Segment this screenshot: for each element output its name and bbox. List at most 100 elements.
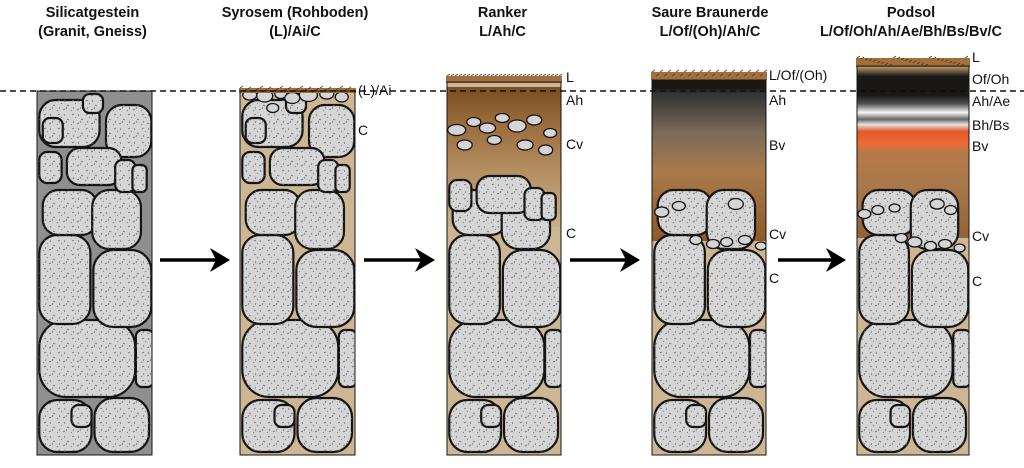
- title-line-2: (L)/Ai/C: [269, 24, 321, 40]
- pebble: [894, 232, 908, 244]
- soil-profile-0: [36, 90, 153, 456]
- profile-frame: [651, 79, 767, 456]
- litter-layer: [651, 72, 767, 80]
- pebble: [516, 139, 534, 151]
- horizon-label: L/Of/(Oh): [769, 67, 827, 83]
- pebble: [943, 204, 958, 216]
- pebble: [284, 91, 301, 105]
- granite-block-texture: [42, 190, 98, 235]
- granite-block-texture: [318, 160, 339, 192]
- granite-block-texture: [71, 405, 92, 427]
- granite-block-texture: [686, 405, 706, 427]
- horizon-label: Cv: [769, 226, 786, 242]
- horizon-label: C: [972, 273, 982, 289]
- pebble: [888, 203, 901, 213]
- granite-block-texture: [449, 320, 545, 397]
- pebble: [266, 102, 280, 114]
- granite-block-texture: [502, 250, 561, 327]
- horizon-label: L: [566, 69, 574, 85]
- title-line-2: (Granit, Gneiss): [38, 24, 147, 40]
- pebble: [737, 234, 753, 246]
- granite-block-texture: [862, 190, 916, 235]
- pebble: [486, 134, 502, 146]
- granite-block-texture: [338, 330, 355, 387]
- pebble: [727, 197, 744, 211]
- granite-block-texture: [707, 250, 766, 327]
- title-line-1: Saure Braunerde: [651, 5, 769, 21]
- soil-profile-1: [239, 85, 356, 456]
- granite-block-texture: [106, 105, 152, 157]
- horizon-label: C: [566, 225, 576, 241]
- pebble: [494, 112, 510, 124]
- granite-block-texture: [245, 118, 266, 143]
- litter-texture: [651, 69, 768, 77]
- granite-block-texture: [39, 152, 62, 183]
- title-line-2: L/Of/Oh/Ah/Ae/Bh/Bs/Bv/C: [819, 24, 1003, 40]
- pebble: [466, 116, 482, 128]
- granite-block-texture: [859, 235, 909, 324]
- granite-block-texture: [657, 190, 712, 235]
- granite-block-texture: [541, 193, 556, 220]
- pebble: [671, 200, 686, 212]
- pebble: [689, 234, 703, 246]
- horizon-label: Bv: [769, 137, 785, 153]
- granite-block-texture: [335, 165, 350, 192]
- profile-title-bedrock: Silicatgestein (Granit, Gneiss): [5, 4, 180, 42]
- granite-block-texture: [449, 180, 472, 211]
- horizon-label: L: [972, 49, 980, 65]
- profile-frame: [856, 65, 970, 456]
- granite-block-texture: [39, 235, 91, 324]
- pebble: [937, 238, 953, 250]
- soil-profile-4: [856, 55, 970, 456]
- granite-block-texture: [42, 118, 63, 143]
- granite-block-texture: [481, 405, 501, 427]
- granite-block-texture: [654, 235, 705, 324]
- granite-block-texture: [890, 405, 910, 427]
- granite-block-texture: [135, 330, 152, 387]
- pebble: [953, 243, 966, 253]
- horizon-label: Cv: [972, 228, 989, 244]
- pebble: [857, 208, 872, 220]
- granite-block-texture: [449, 235, 500, 324]
- profile-frame: [446, 81, 562, 456]
- granite-block-texture: [953, 330, 969, 387]
- arrow-head: [415, 248, 435, 272]
- title-line-1: Podsol: [886, 5, 936, 21]
- granite-block-texture: [911, 250, 969, 327]
- granite-block-texture: [92, 190, 141, 249]
- granite-block-texture: [910, 190, 959, 249]
- title-line-2: L/Of/(Oh)/Ah/C: [659, 24, 761, 40]
- granite-block-texture: [66, 148, 122, 185]
- litter-layer: [856, 58, 970, 67]
- granite-block-texture: [242, 235, 294, 324]
- title-line-1: Syrosem (Rohboden): [221, 5, 369, 21]
- pebble: [923, 240, 938, 252]
- development-arrow-4: [778, 248, 846, 272]
- pebble: [543, 127, 558, 139]
- granite-block-texture: [545, 330, 561, 387]
- profile-title-ranker: Ranker L/Ah/C: [415, 4, 590, 42]
- granite-block-texture: [242, 320, 339, 397]
- pebble: [256, 91, 274, 103]
- horizon-label: Of/Oh: [972, 71, 1009, 87]
- granite-block-texture: [750, 330, 766, 387]
- horizon-label: Cv: [566, 136, 583, 152]
- pebble: [705, 238, 721, 250]
- granite-block-texture: [274, 405, 295, 427]
- development-arrow-1: [160, 248, 230, 272]
- arrow-head: [826, 248, 846, 272]
- granite-block-texture: [654, 320, 750, 397]
- pebble: [871, 204, 885, 216]
- granite-block-texture: [83, 94, 103, 113]
- granite-block-texture: [242, 152, 265, 183]
- profile-title-braunerde: Saure Braunerde L/Of/(Oh)/Ah/C: [615, 4, 805, 42]
- pebble: [654, 206, 670, 218]
- pebble: [929, 198, 945, 210]
- granite-block-texture: [309, 105, 355, 157]
- granite-block-texture: [269, 148, 325, 185]
- profile-frame: [239, 90, 356, 456]
- horizon-label: C: [769, 270, 779, 286]
- horizon-label: Ah: [566, 92, 583, 108]
